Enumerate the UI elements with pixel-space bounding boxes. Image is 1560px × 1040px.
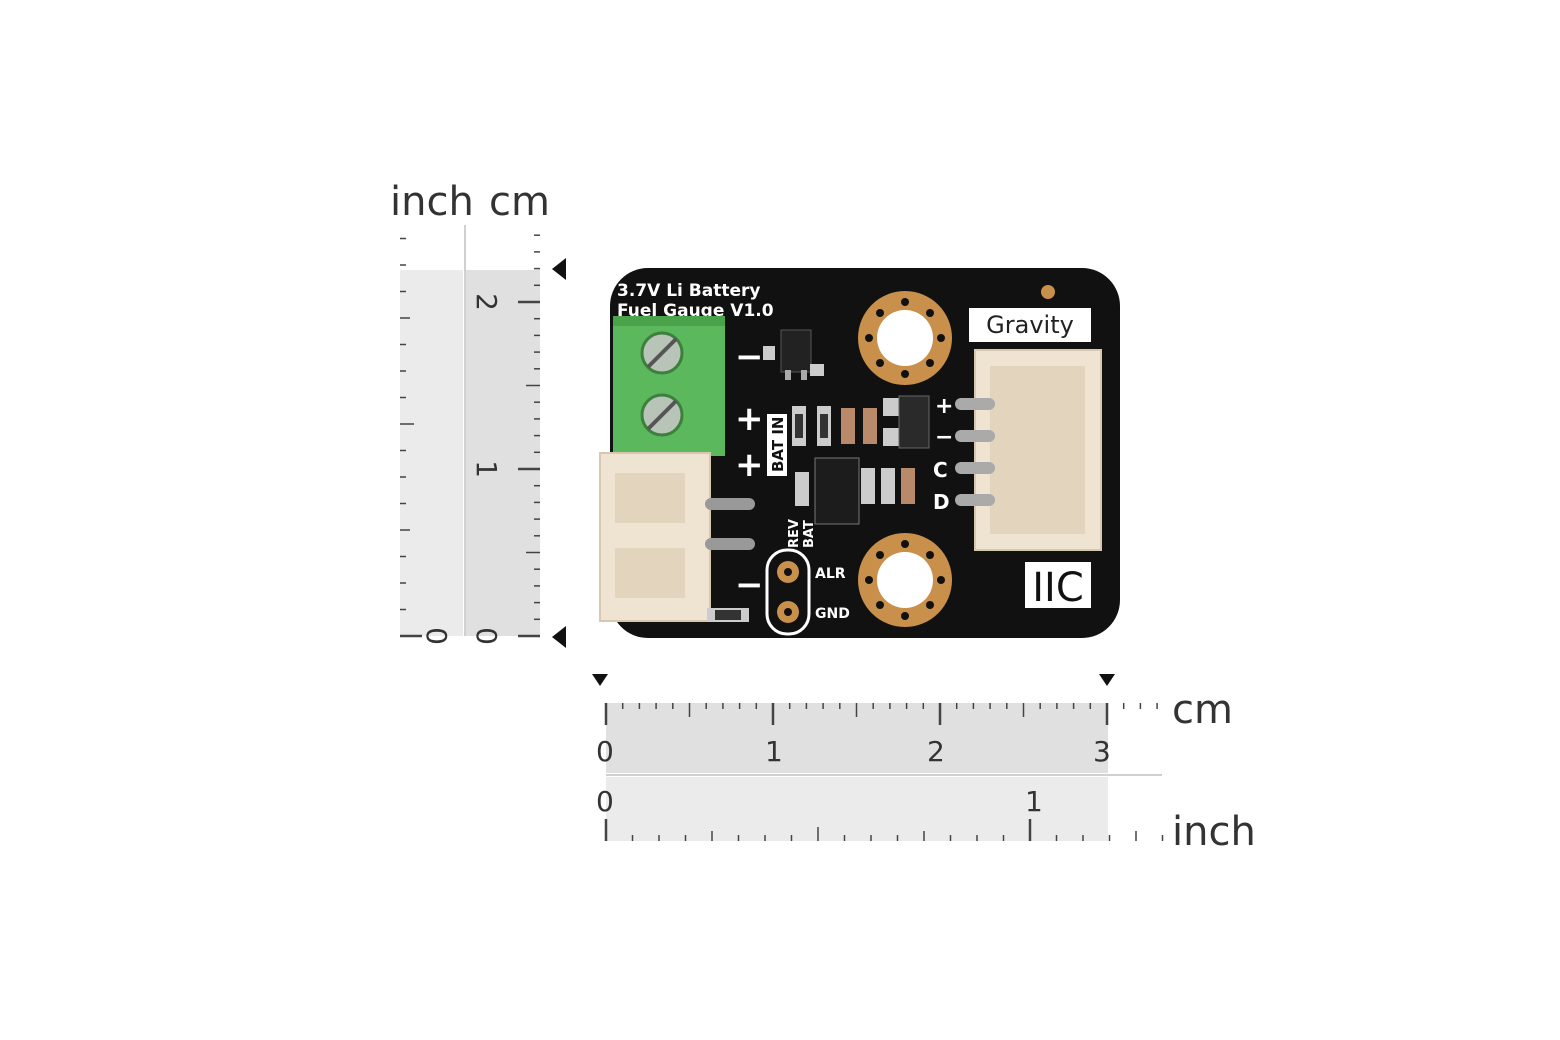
horizontal-cm-label-0: 0 [596,735,614,768]
terminal-plus: + [735,399,764,439]
iic-label: IIC [1032,565,1084,611]
pin-d: D [933,490,950,514]
pin-alr: ALR [815,566,846,582]
horizontal-left-marker-icon [592,674,608,686]
horizontal-inch-label-1: 1 [1025,785,1043,818]
pin-c: C [933,458,948,482]
vertical-inch-unit-label: inch [390,179,474,225]
fuel-gauge-board: 3.7V Li Battery Fuel Gauge V1.0 Gravity [599,268,1120,638]
iic-connector [955,349,1102,551]
horizontal-ruler-graphic [604,703,1164,841]
svg-text:BAT IN: BAT IN [769,417,787,472]
battery-connector [599,452,755,622]
horizontal-cm-label-2: 2 [927,735,945,768]
horizontal-inch-label-0: 0 [596,785,614,818]
bat-in-label: BAT IN [767,414,787,476]
vertical-inch-label-0: 0 [419,627,453,645]
terminal-block [613,316,725,456]
smd-components [707,329,930,622]
gravity-label-box [969,308,1091,342]
terminal-minus: − [735,337,764,377]
board-title-line1: 3.7V Li Battery [617,281,760,301]
pin-plus-right: + [935,394,953,419]
vertical-ruler-ticks [400,234,540,638]
vertical-cm-label-2: 2 [469,293,503,311]
vertical-bottom-marker-icon [552,626,566,648]
horizontal-inch-unit-label: inch [1172,809,1256,855]
horizontal-cm-unit-label: cm [1172,687,1233,733]
gravity-brand: Gravity [986,311,1074,339]
iic-label-box [1025,562,1091,608]
pin-minus-right: − [935,425,953,450]
mounting-hole-bottom [858,533,952,627]
horizontal-cm-label-1: 1 [765,735,783,768]
horizontal-right-marker-icon [1099,674,1115,686]
via [1041,285,1055,299]
vertical-inch-shade [400,270,463,636]
bat-label: BAT [802,520,817,548]
vertical-cm-label-1: 1 [469,460,503,478]
horizontal-ruler-ticks [604,703,1164,841]
rev-label: REV [787,519,802,548]
horizontal-cm-label-3: 3 [1093,735,1111,768]
header-pads [765,548,811,636]
connector-plus: + [735,445,764,485]
vertical-cm-shade [465,270,540,636]
connector-minus: − [735,565,764,605]
horizontal-inch-shade [606,777,1108,841]
vertical-ruler-graphic [400,225,540,638]
pin-gnd: GND [815,606,850,622]
vertical-cm-unit-label: cm [489,179,550,225]
vertical-top-marker-icon [552,258,566,280]
vertical-cm-label-0: 0 [469,627,503,645]
mounting-hole-top [858,291,952,385]
